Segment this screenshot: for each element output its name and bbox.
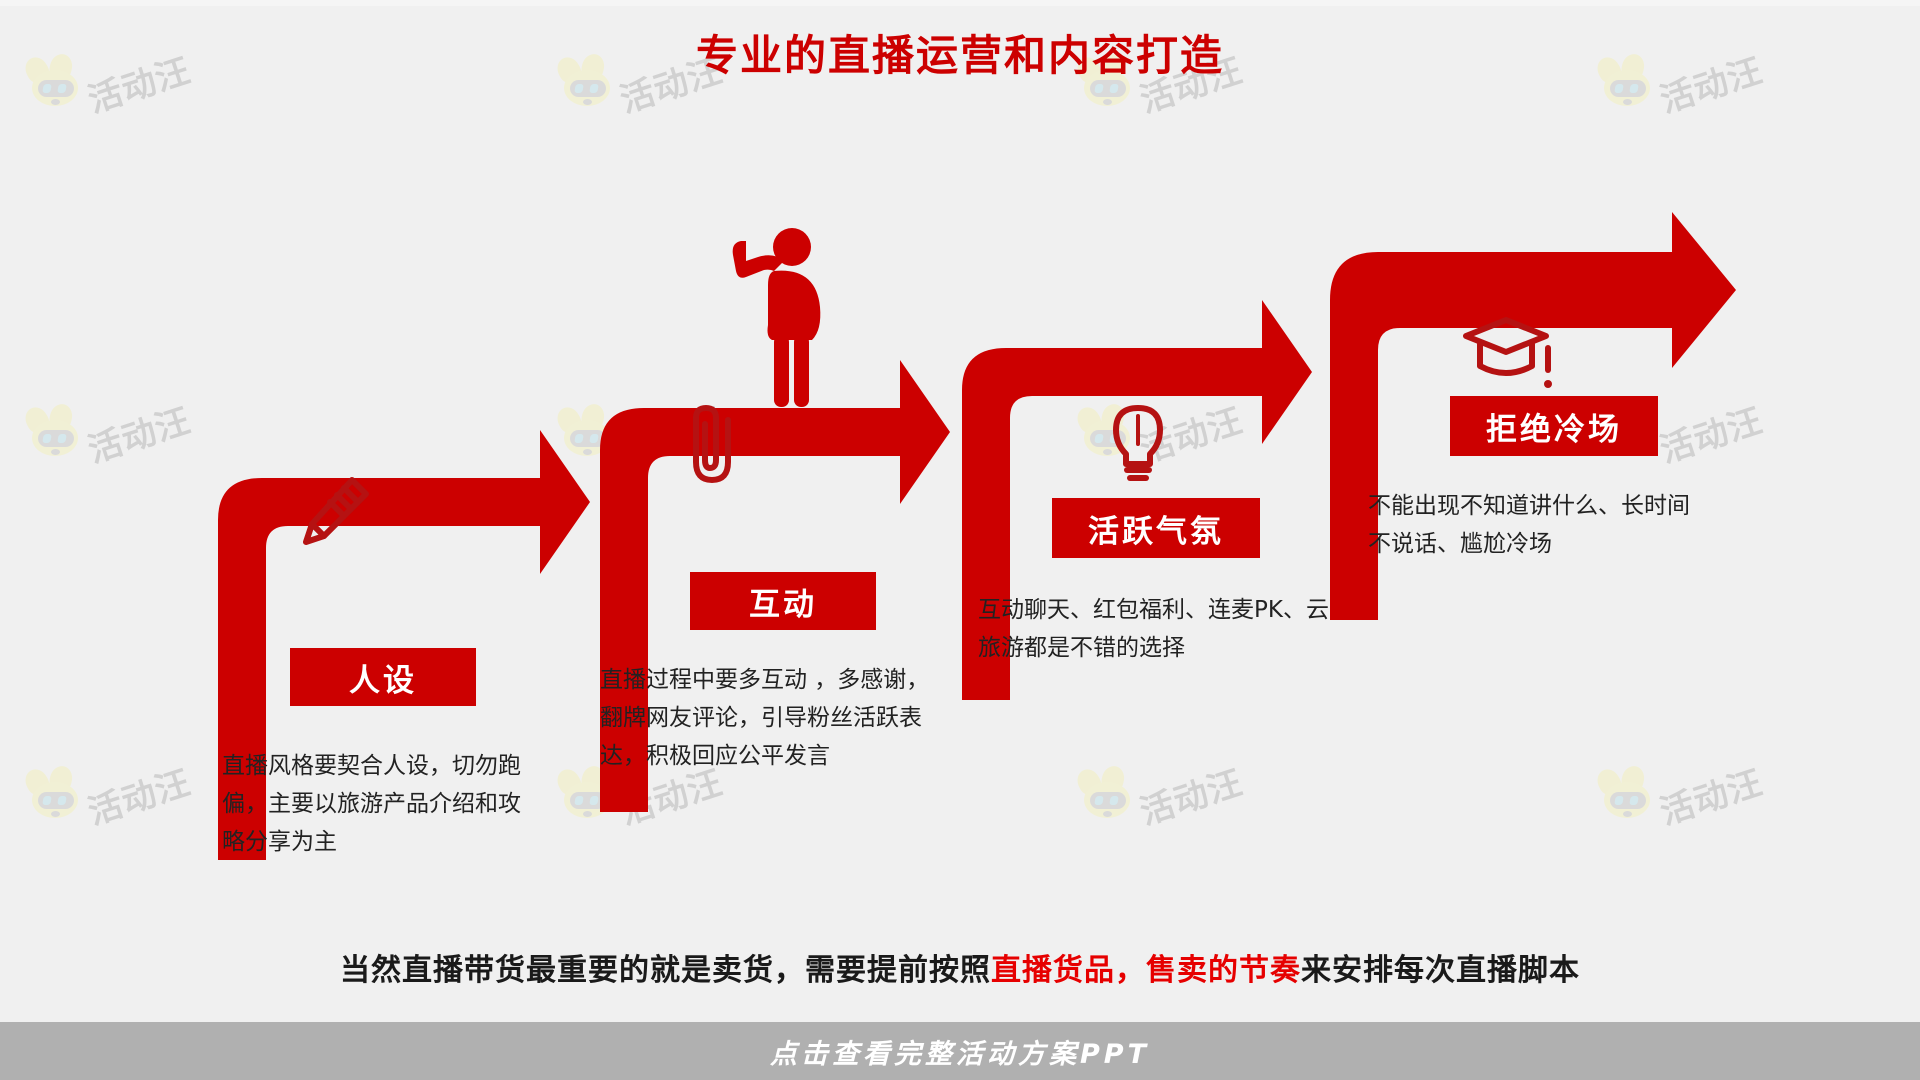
paperclip-icon	[693, 405, 731, 483]
step-1-description: 直播风格要契合人设，切勿跑偏，主要以旅游产品介绍和攻略分享为主	[222, 753, 521, 855]
arrow-segment-3	[962, 300, 1312, 700]
graduation-cap-alert-icon	[1463, 317, 1552, 388]
step-2-label: 互动	[749, 586, 817, 623]
lightbulb-icon	[1113, 405, 1163, 481]
step-3-label-box[interactable]: 活跃气氛	[1052, 498, 1260, 558]
pencil-icon	[303, 477, 369, 545]
top-edge-strip	[0, 0, 1920, 6]
person-raising-hand-icon	[732, 228, 821, 407]
step-1-label-box[interactable]: 人设	[290, 648, 476, 706]
step-3-description: 互动聊天、红包福利、连麦PK、云旅游都是不错的选择	[978, 597, 1329, 661]
arrow-segment-2	[600, 360, 950, 812]
footer-cta-bar[interactable]: 点击查看完整活动方案PPT	[0, 1022, 1920, 1080]
step-3-label: 活跃气氛	[1088, 513, 1224, 550]
page-title: 专业的直播运营和内容打造	[695, 31, 1224, 80]
arrow-segment-1	[218, 430, 590, 860]
arrow-segment-4	[1330, 212, 1736, 620]
bottom-note-part1: 当然直播带货最重要的就是卖货，需要提前按照	[340, 953, 991, 988]
bottom-note: 当然直播带货最重要的就是卖货，需要提前按照直播货品，售卖的节奏来安排每次直播脚本	[0, 945, 1920, 989]
bottom-note-highlight: 直播货品，售卖的节奏	[991, 953, 1301, 988]
step-2-label-box[interactable]: 互动	[690, 572, 876, 630]
step-4-description: 不能出现不知道讲什么、长时间不说话、尴尬冷场	[1368, 493, 1690, 557]
step-4-label-box[interactable]: 拒绝冷场	[1450, 396, 1658, 456]
step-1-label: 人设	[349, 662, 417, 699]
footer-cta-text: 点击查看完整活动方案PPT	[770, 1038, 1150, 1070]
step-2-description: 直播过程中要多互动 ，多感谢，翻牌网友评论，引导粉丝活跃表达，积极回应公平发言	[600, 667, 930, 769]
bottom-note-part2: 来安排每次直播脚本	[1301, 953, 1580, 988]
step-4-label: 拒绝冷场	[1486, 411, 1622, 448]
